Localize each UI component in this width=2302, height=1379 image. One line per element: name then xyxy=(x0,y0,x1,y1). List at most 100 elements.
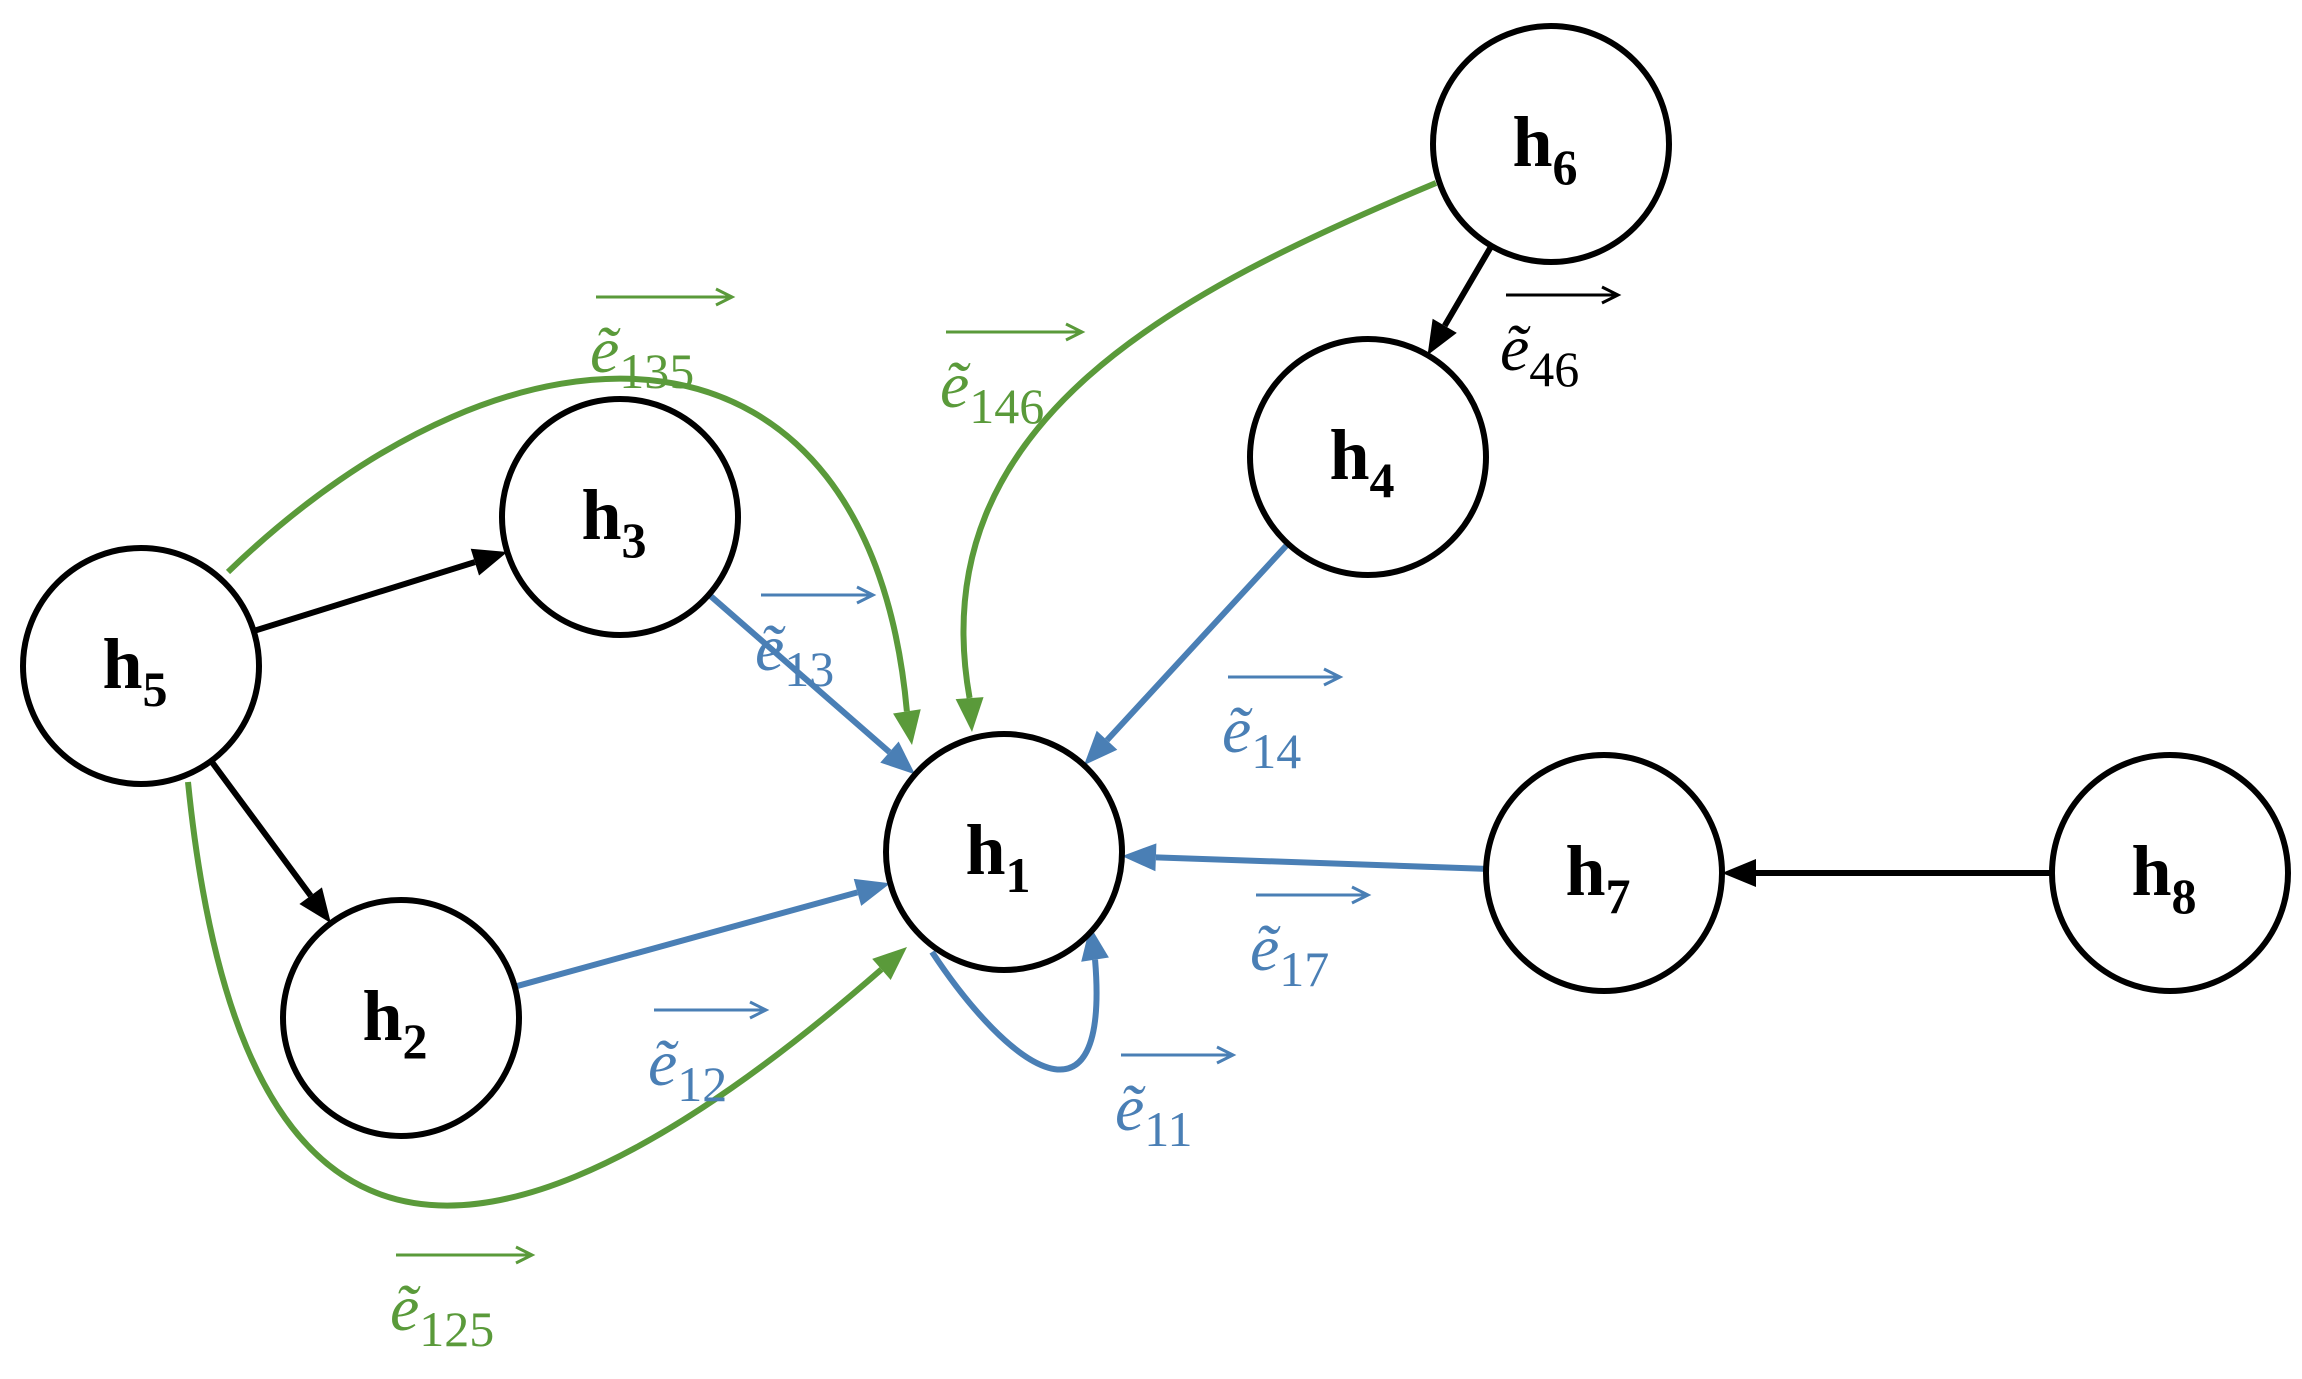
node-h1: h1 xyxy=(883,731,1125,973)
node-label-base: h xyxy=(2131,831,2171,911)
edge-curve xyxy=(929,950,1100,1073)
node-label: h6 xyxy=(1512,102,1577,195)
edge-e2-1 xyxy=(513,878,891,990)
edge-label-text: ẽ125 xyxy=(390,1272,494,1357)
node-circle xyxy=(280,897,522,1139)
node-label-subscript: 7 xyxy=(1606,868,1631,924)
edge-label-text: ẽ17 xyxy=(1250,912,1329,997)
edge-label-base: ẽ xyxy=(648,1027,679,1100)
edge-e3-1 xyxy=(706,592,916,775)
node-circle xyxy=(20,545,262,787)
edge-arrowhead xyxy=(893,709,921,745)
edge-label-base: ẽ xyxy=(390,1272,421,1345)
edge-line xyxy=(513,889,859,990)
edge-label-text: ẽ14 xyxy=(1222,694,1301,779)
edge-e5-2 xyxy=(208,759,331,924)
edge-arrowhead xyxy=(872,947,907,980)
edge-arrowhead xyxy=(955,697,984,732)
edge-e146 xyxy=(955,180,1438,732)
node-label-subscript: 2 xyxy=(403,1013,428,1069)
edge-arrowhead xyxy=(299,887,331,924)
node-label-base: h xyxy=(581,475,621,555)
edge-e4-1 xyxy=(1083,541,1291,766)
node-label-base: h xyxy=(362,976,402,1056)
edge-label-subscript: 125 xyxy=(419,1301,494,1357)
node-circle xyxy=(1430,23,1672,265)
edge-line xyxy=(1155,854,1487,872)
node-h7: h7 xyxy=(1483,752,1725,994)
edge-label-subscript: 11 xyxy=(1144,1101,1192,1157)
edge-label-subscript: 12 xyxy=(677,1056,727,1112)
node-label-subscript: 6 xyxy=(1553,139,1578,195)
edge-label-base: ẽ xyxy=(940,349,971,422)
node-label-base: h xyxy=(965,810,1005,890)
node-label: h1 xyxy=(965,810,1030,903)
edge-label-e125: ẽ125 xyxy=(390,1245,536,1357)
edge-label-subscript: 135 xyxy=(619,343,694,399)
node-label-base: h xyxy=(102,624,142,704)
edge-e5-3 xyxy=(252,548,508,634)
node-h4: h4 xyxy=(1247,336,1489,578)
edge-curve xyxy=(225,375,910,712)
edge-label-text: ẽ135 xyxy=(590,314,694,399)
edge-e7-1 xyxy=(1121,843,1487,872)
edge-label-e135: ẽ135 xyxy=(590,287,736,399)
edge-label-text: ẽ146 xyxy=(940,349,1044,434)
node-label-subscript: 8 xyxy=(2172,868,2197,924)
edge-line xyxy=(706,592,892,755)
node-label: h2 xyxy=(362,976,427,1069)
edge-curve xyxy=(960,180,1438,699)
node-label: h7 xyxy=(1565,831,1630,924)
edge-label-e17: ẽ17 xyxy=(1250,885,1372,997)
edge-label-text: ẽ46 xyxy=(1500,312,1579,397)
edge-arrowhead xyxy=(1083,730,1118,766)
edge-label-e46: ẽ46 xyxy=(1500,285,1622,397)
edge-label-e11: ẽ11 xyxy=(1115,1045,1237,1157)
edge-e135 xyxy=(225,375,921,745)
edge-label-text: ẽ13 xyxy=(755,612,834,697)
node-label-subscript: 3 xyxy=(622,512,647,568)
edge-label-subscript: 46 xyxy=(1529,341,1579,397)
node-circle xyxy=(2049,752,2291,994)
node-label: h8 xyxy=(2131,831,2196,924)
node-label-base: h xyxy=(1565,831,1605,911)
node-label: h4 xyxy=(1329,415,1394,508)
edge-label-subscript: 146 xyxy=(969,378,1044,434)
node-circle xyxy=(499,396,741,638)
vector-arrowhead-icon xyxy=(1065,322,1086,342)
vector-arrowhead-icon xyxy=(515,1245,536,1265)
edge-e8-7 xyxy=(1722,859,2052,887)
edge-label-subscript: 17 xyxy=(1279,941,1329,997)
edge-label-text: ẽ11 xyxy=(1115,1072,1192,1157)
vector-arrowhead-icon xyxy=(1323,667,1344,687)
node-h6: h6 xyxy=(1430,23,1672,265)
edges-layer xyxy=(185,180,2052,1209)
edge-arrowhead xyxy=(1427,318,1457,356)
node-label-subscript: 1 xyxy=(1006,847,1031,903)
node-circle xyxy=(1483,752,1725,994)
edge-arrowhead xyxy=(470,548,508,576)
edge-e6-4 xyxy=(1427,244,1495,356)
edge-line xyxy=(1442,244,1495,328)
node-circle xyxy=(883,731,1125,973)
edge-arrowhead xyxy=(853,878,891,906)
edge-line xyxy=(1104,541,1291,743)
vector-arrowhead-icon xyxy=(1351,885,1372,905)
vector-arrowhead-icon xyxy=(856,585,877,605)
node-circle xyxy=(1247,336,1489,578)
node-h3: h3 xyxy=(499,396,741,638)
edge-e125 xyxy=(185,781,907,1209)
edge-line xyxy=(208,759,314,898)
edge-label-subscript: 13 xyxy=(784,641,834,697)
vector-arrowhead-icon xyxy=(749,1000,770,1020)
edge-label-text: ẽ12 xyxy=(648,1027,727,1112)
edge-label-e12: ẽ12 xyxy=(648,1000,770,1112)
node-label-base: h xyxy=(1512,102,1552,182)
edge-line xyxy=(252,559,476,634)
vector-arrowhead-icon xyxy=(1216,1045,1237,1065)
edge-label-e13: ẽ13 xyxy=(755,585,877,697)
edge-label-base: ẽ xyxy=(1250,912,1281,985)
node-label: h5 xyxy=(102,624,167,717)
node-h5: h5 xyxy=(20,545,262,787)
